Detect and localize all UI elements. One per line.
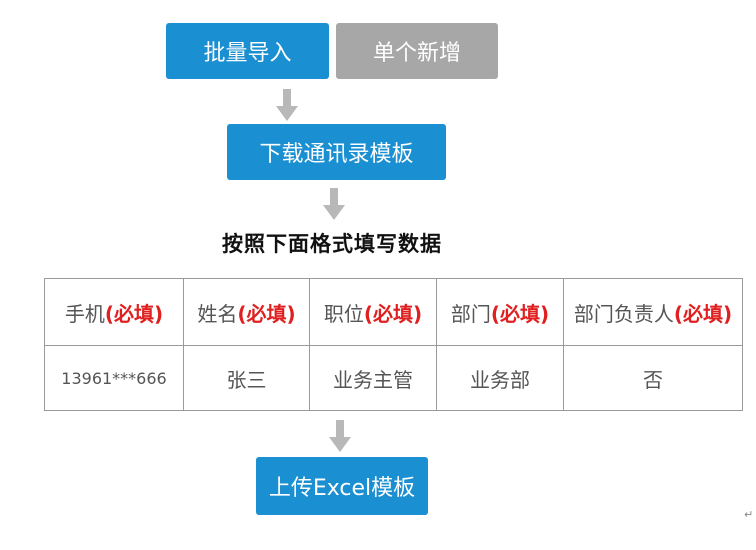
arrow-down-icon [276, 89, 298, 121]
header-cell-position: 职位(必填) [309, 278, 437, 346]
header-cell-department: 部门(必填) [436, 278, 564, 346]
required-mark: (必填) [490, 301, 550, 326]
header-cell-dept-head: 部门负责人(必填) [563, 278, 743, 346]
batch-import-button[interactable]: 批量导入 [166, 23, 329, 79]
single-add-button[interactable]: 单个新增 [336, 23, 498, 79]
instruction-text: 按照下面格式填写数据 [222, 232, 442, 256]
arrow-down-icon [329, 420, 351, 452]
header-cell-name: 姓名(必填) [183, 278, 310, 346]
table-row: 13961***666 张三 业务主管 业务部 否 [44, 345, 743, 411]
arrow-down-icon [323, 188, 345, 220]
required-mark: (必填) [363, 301, 423, 326]
upload-template-button[interactable]: 上传Excel模板 [256, 457, 428, 515]
header-label: 部门 [450, 301, 491, 326]
required-mark: (必填) [104, 301, 164, 326]
download-template-button[interactable]: 下载通讯录模板 [227, 124, 446, 180]
required-mark: (必填) [237, 301, 296, 326]
table-header-row: 手机(必填) 姓名(必填) 职位(必填) 部门(必填) 部门负责人(必填) [44, 278, 743, 346]
header-label: 姓名 [197, 301, 238, 326]
cell-position: 业务主管 [309, 345, 437, 411]
cell-department: 业务部 [436, 345, 564, 411]
required-mark: (必填) [673, 301, 733, 326]
header-label: 职位 [323, 301, 364, 326]
cell-name: 张三 [183, 345, 310, 411]
template-table: 手机(必填) 姓名(必填) 职位(必填) 部门(必填) 部门负责人(必填) 13… [44, 278, 743, 411]
cell-phone: 13961***666 [44, 345, 184, 411]
cell-dept-head: 否 [563, 345, 743, 411]
header-label: 手机 [64, 301, 105, 326]
header-cell-phone: 手机(必填) [44, 278, 184, 346]
header-label: 部门负责人 [573, 301, 674, 326]
paragraph-return-mark: ↵ [744, 508, 754, 521]
